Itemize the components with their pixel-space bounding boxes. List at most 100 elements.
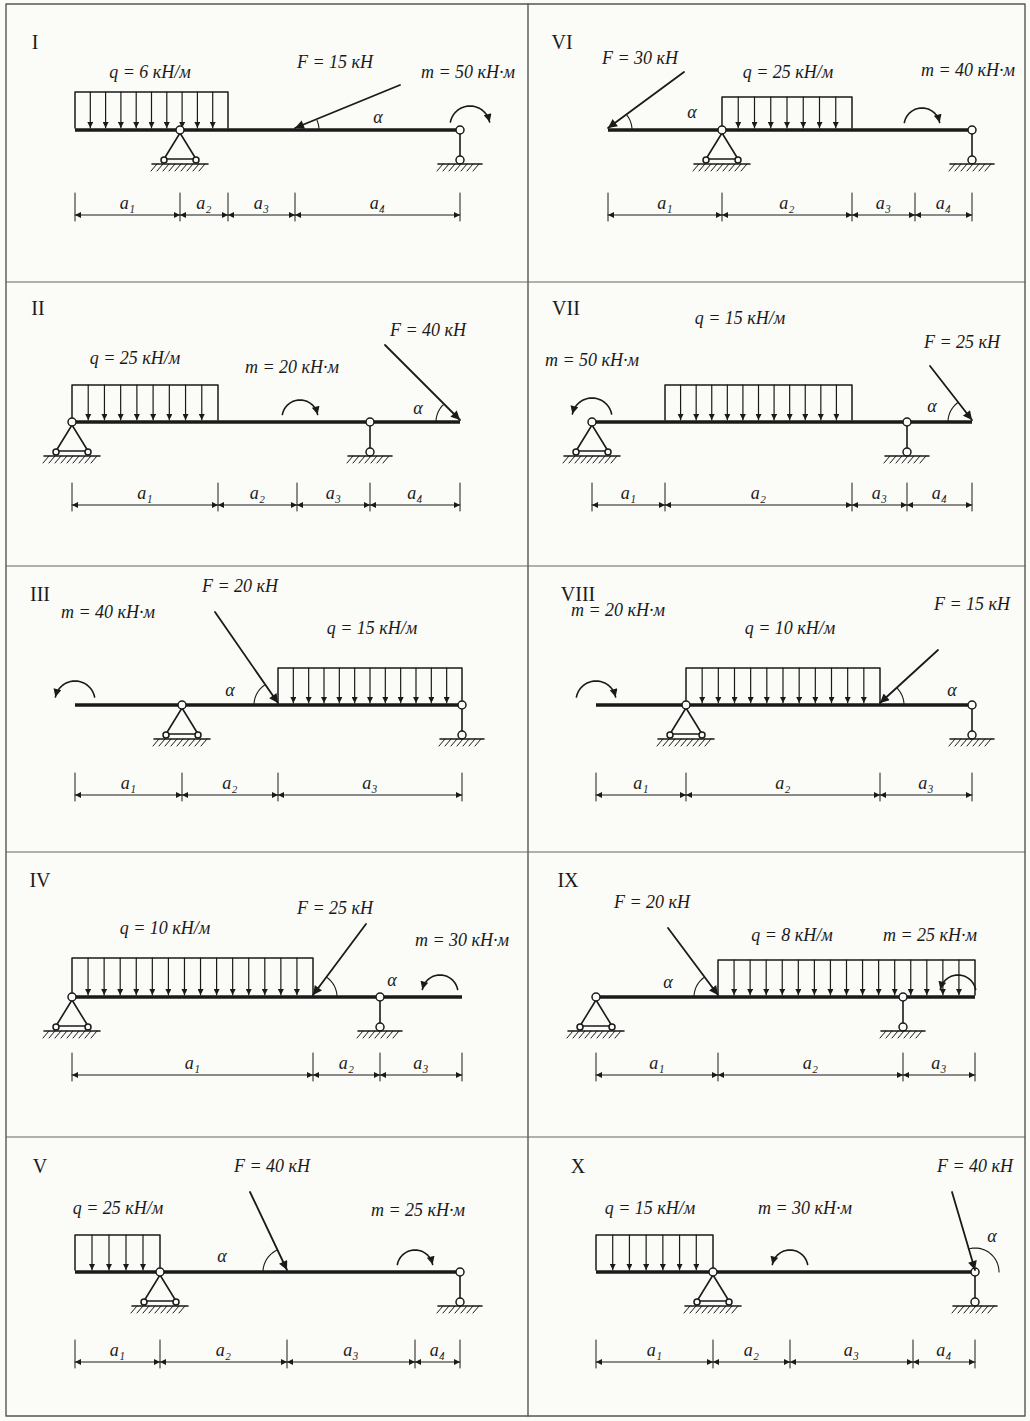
load-label: q = 15 кН/м: [325, 619, 420, 637]
load-arrow: [153, 385, 154, 420]
ground-hatch: [443, 164, 449, 171]
ground-hatch: [735, 164, 741, 171]
ground-hatch: [605, 456, 611, 463]
ground-hatch: [973, 164, 979, 171]
load-arrow: [90, 92, 91, 128]
dimension-line: [852, 215, 915, 216]
ground-hatch: [73, 1031, 79, 1038]
dimension-label: a₁: [119, 774, 138, 792]
support-triangle: [164, 133, 196, 159]
load-arrow: [87, 958, 88, 995]
extension-line: [278, 773, 279, 801]
load-label: q = 15 кН/м: [693, 309, 788, 327]
angle-label: α: [215, 1247, 228, 1265]
ground-hatch: [199, 164, 205, 171]
distributed-load: [686, 668, 880, 703]
support-hinge: [903, 418, 911, 426]
extension-line: [370, 483, 371, 511]
pin-support: [657, 701, 714, 746]
ground-hatch: [599, 456, 605, 463]
load-label: F = 20 кН: [612, 893, 692, 911]
load-arrow: [151, 92, 152, 128]
dimension-label: a₂: [220, 774, 239, 792]
ground-hatch: [157, 164, 163, 171]
load-label: q = 25 кН/м: [88, 349, 183, 367]
ground-hatch: [615, 1031, 621, 1038]
ground-hatch: [955, 164, 961, 171]
dimension-line: [72, 505, 218, 506]
ground-hatch: [720, 1306, 726, 1313]
extension-line: [665, 483, 666, 511]
load-arrow: [711, 385, 712, 420]
load-arrow: [339, 668, 340, 703]
load-arrow: [216, 958, 217, 995]
ground-hatch: [437, 1306, 443, 1313]
dimension-label: a₃: [870, 484, 889, 502]
ground-hatch: [699, 164, 705, 171]
load-arrow: [803, 97, 804, 128]
roller-support: [952, 1268, 997, 1313]
force-arrow: [952, 1192, 975, 1270]
load-outline: [72, 385, 218, 420]
ground-hatch: [451, 739, 457, 746]
ground-hatch: [696, 1306, 702, 1313]
load-arrow: [136, 958, 137, 995]
load-label: m = 20 кН·м: [243, 358, 341, 376]
ground-hatch: [455, 164, 461, 171]
extension-line: [596, 1340, 597, 1368]
dimension-line: [718, 1075, 903, 1076]
support-hinge: [577, 1024, 583, 1030]
support-link: [459, 1276, 461, 1298]
dimension-chain: [608, 193, 972, 221]
load-arrow: [415, 668, 416, 703]
dimension-chain: [72, 1053, 462, 1081]
load-arrow: [612, 1235, 613, 1270]
load-label: F = 40 кН: [935, 1157, 1015, 1175]
support-hinge: [694, 1299, 700, 1305]
angle-label: α: [925, 397, 938, 415]
load-arrow: [385, 668, 386, 703]
support-hinge: [899, 993, 907, 1001]
extension-line: [72, 1053, 73, 1081]
dimension-label: a₃: [252, 194, 271, 212]
load-outline: [686, 668, 880, 703]
support-hinge: [53, 1024, 59, 1030]
support-hinge: [899, 1023, 907, 1031]
load-arrow: [727, 385, 728, 420]
panel-number: VII: [550, 298, 582, 318]
support-hinge: [667, 732, 673, 738]
ground-hatch: [729, 164, 735, 171]
load-arrow: [926, 960, 927, 995]
dimension-line: [852, 505, 907, 506]
support-hinge: [605, 449, 611, 455]
dimension-label: a₂: [773, 774, 792, 792]
ground-hatch: [663, 739, 669, 746]
support-hinge: [735, 157, 741, 163]
support-hinge: [176, 126, 184, 134]
extension-line: [228, 193, 229, 221]
extension-line: [975, 1340, 976, 1368]
ground-hatch: [61, 456, 67, 463]
extension-line: [462, 1053, 463, 1081]
pin-support: [693, 126, 750, 171]
load-label: m = 30 кН·м: [756, 1199, 854, 1217]
support-hinge: [968, 731, 976, 739]
panel-number: IV: [27, 870, 52, 890]
dimension-line: [722, 215, 852, 216]
load-arrow: [786, 97, 787, 128]
load-arrow: [782, 960, 783, 995]
angle-label: α: [661, 973, 674, 991]
dimension-label: a₁: [631, 774, 650, 792]
load-arrow: [770, 97, 771, 128]
dimension-line: [295, 215, 460, 216]
moment-arrow: [772, 1250, 807, 1264]
ground-hatch: [967, 739, 973, 746]
ground-hatch: [193, 164, 199, 171]
dimension-line: [665, 505, 852, 506]
ground-hatch: [949, 739, 955, 746]
dimension-line: [686, 795, 880, 796]
dimension-label: a₃: [929, 1054, 948, 1072]
ground-hatch: [567, 1031, 573, 1038]
extension-line: [972, 483, 973, 511]
beam-panel: [43, 345, 460, 511]
